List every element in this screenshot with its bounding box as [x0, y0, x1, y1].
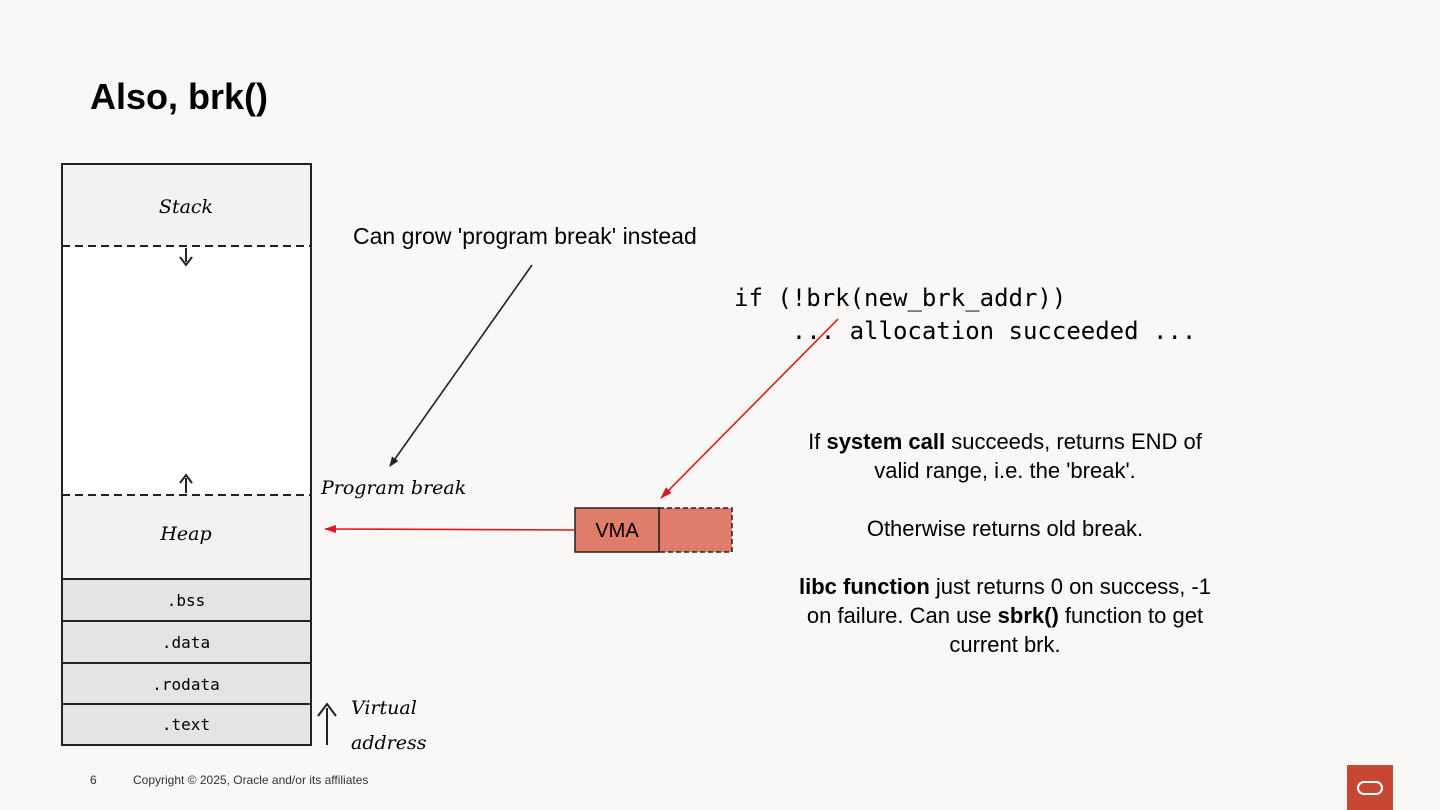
rodata-segment: [62, 663, 311, 704]
copyright-text: Copyright © 2025, Oracle and/or its affi…: [133, 773, 369, 787]
explanation-paragraph-1: If system call succeeds, returns END of …: [790, 427, 1220, 485]
heap-grow-up-arrow: [179, 473, 193, 493]
bss-label: .bss: [167, 591, 206, 610]
data-label: .data: [162, 633, 210, 652]
heap-label: Heap: [159, 523, 211, 545]
stack-region: [62, 164, 311, 246]
page-number: 6: [90, 773, 97, 787]
explanation-bold: system call: [826, 429, 946, 454]
grow-program-break-callout: Can grow 'program break' instead: [353, 223, 697, 249]
virtual-address-arrow: [317, 702, 337, 745]
virtual-address-label-line2: address: [351, 732, 427, 754]
rodata-label: .rodata: [152, 675, 219, 694]
explanation-text: just returns 0 on success, -1 on failure…: [806, 574, 1211, 628]
code-line-1: if (!brk(new_brk_addr)): [734, 284, 1067, 312]
brk-code-snippet: if (!brk(new_brk_addr)) ... allocation s…: [734, 282, 1196, 348]
explanation-text: function to get current brk.: [949, 603, 1204, 657]
explanation-bold: sbrk(): [997, 603, 1059, 628]
vma-box: [574, 507, 660, 553]
stack-label: Stack: [159, 196, 213, 218]
explanation-paragraph-3: libc function just returns 0 on success,…: [790, 572, 1220, 659]
vma-block: VMA: [574, 507, 733, 553]
text-label: .text: [162, 715, 210, 734]
slide-title: Also, brk(): [90, 76, 269, 117]
explanation-text: succeeds, returns END of valid range, i.…: [874, 429, 1202, 483]
bss-segment: [62, 579, 311, 621]
free-region: [62, 246, 311, 495]
oracle-logo-icon: [1347, 765, 1393, 810]
explanation-text: If: [808, 429, 827, 454]
vma-label: VMA: [595, 520, 639, 542]
memory-layout-column: Stack Heap .bss .data .rodata .text: [61, 163, 312, 746]
stack-grow-down-arrow: [179, 248, 193, 267]
text-segment: [62, 704, 311, 745]
program-break-label: Program break: [320, 477, 466, 499]
vma-to-heap-arrow: [324, 525, 576, 534]
data-segment: [62, 621, 311, 663]
heap-region: [62, 495, 311, 579]
code-line-2: ... allocation succeeded ...: [734, 317, 1197, 345]
vma-extension: [658, 507, 733, 553]
explanation-bold: libc function: [799, 574, 930, 599]
brk-explanation: If system call succeeds, returns END of …: [790, 427, 1220, 688]
callout-arrow: [389, 264, 533, 467]
explanation-paragraph-2: Otherwise returns old break.: [866, 516, 1144, 541]
brk-to-vma-arrow: [660, 318, 839, 499]
virtual-address-label-line1: Virtual: [351, 697, 417, 719]
memory-outline: [61, 163, 312, 746]
